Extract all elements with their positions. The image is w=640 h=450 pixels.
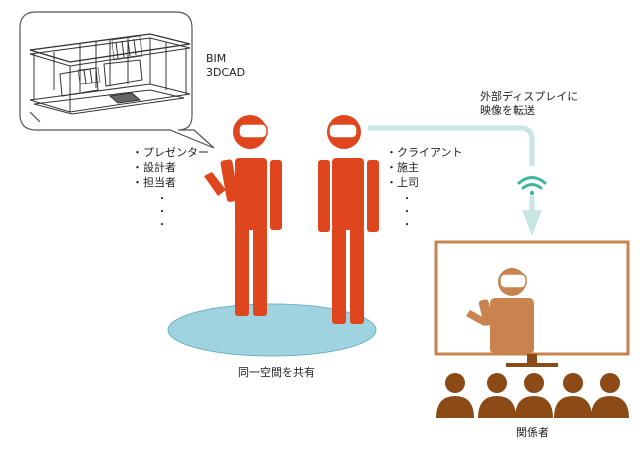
audience-person-icon xyxy=(515,373,553,418)
right-role-3: ・上司 xyxy=(386,176,419,189)
speech-bubble-icon xyxy=(19,11,215,149)
audience-person-icon xyxy=(591,373,629,418)
audience-person-icon xyxy=(554,373,592,418)
audience-group xyxy=(436,373,629,418)
right-role-1: ・クライアント xyxy=(386,146,463,159)
building-wireframe-icon xyxy=(29,33,191,123)
floor-caption: 同一空間を共有 xyxy=(238,366,315,379)
presenter-figure xyxy=(204,115,282,316)
left-role-1: ・プレゼンター xyxy=(132,146,209,159)
bubble-label-bim: BIM xyxy=(206,52,227,65)
bubble-label-3dcad: 3DCAD xyxy=(206,66,246,79)
right-ellipsis-3: ・ xyxy=(402,220,412,231)
left-role-3: ・担当者 xyxy=(132,176,176,189)
audience-person-icon xyxy=(436,373,474,418)
left-ellipsis-2: ・ xyxy=(157,207,167,218)
client-figure xyxy=(318,115,379,324)
transfer-label-2: 映像を転送 xyxy=(480,104,535,117)
right-role-2: ・施主 xyxy=(386,161,419,174)
left-role-2: ・設計者 xyxy=(132,161,176,174)
transfer-arrow xyxy=(368,125,535,166)
vr-headset-icon xyxy=(328,123,358,139)
audience-caption: 関係者 xyxy=(516,426,549,439)
right-ellipsis-1: ・ xyxy=(402,194,412,205)
right-ellipsis-2: ・ xyxy=(402,207,412,218)
transfer-label-1: 外部ディスプレイに xyxy=(480,90,579,103)
audience-person-icon xyxy=(478,373,516,418)
wifi-icon xyxy=(517,176,547,196)
left-ellipsis-1: ・ xyxy=(157,194,167,205)
vr-headset-icon xyxy=(499,273,527,289)
transfer-arrow-head xyxy=(522,210,542,236)
vr-headset-icon xyxy=(238,123,268,139)
shared-space-floor xyxy=(167,303,377,357)
left-ellipsis-3: ・ xyxy=(157,220,167,231)
